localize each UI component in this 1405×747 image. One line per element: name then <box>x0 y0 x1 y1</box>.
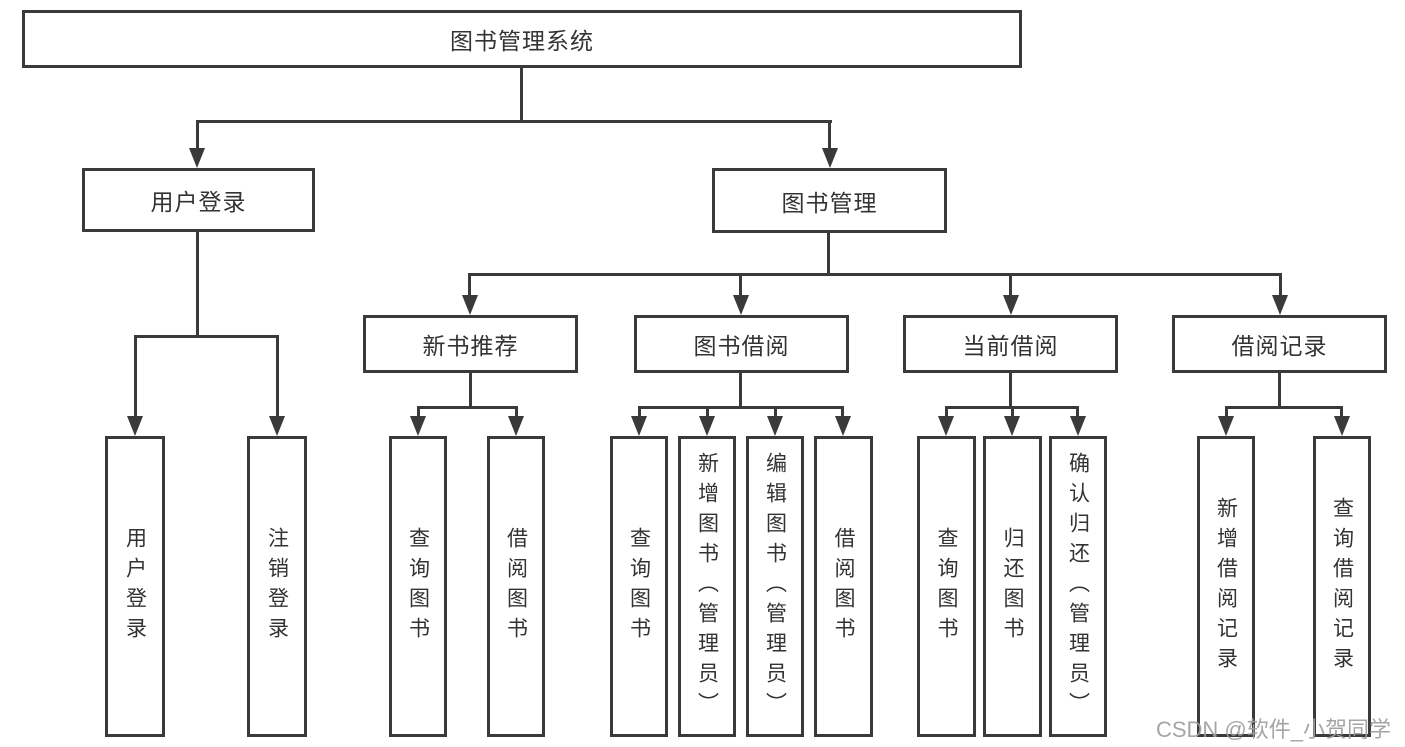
connector-book-mgmt-stem <box>827 233 830 276</box>
arrowhead-down-icon <box>1272 295 1288 315</box>
leaf-search-book-borrowing: 查询图书 <box>610 436 668 737</box>
connector-to-new-book-rec <box>468 273 471 297</box>
arrowhead-down-icon <box>189 148 205 168</box>
arrowhead-down-icon <box>508 416 524 436</box>
node-root: 图书管理系统 <box>22 10 1022 68</box>
leaf-search-book-borrowing-label: 查询图书 <box>627 526 651 647</box>
leaf-add-book-admin-label: 新增图书（管理员） <box>695 451 719 722</box>
connector-leaf-stem <box>1340 406 1343 418</box>
node-book-management-branch: 图书管理 <box>712 168 947 233</box>
connector-leaf-stem <box>638 406 641 418</box>
leaf-search-book-current: 查询图书 <box>917 436 976 737</box>
arrowhead-down-icon <box>733 295 749 315</box>
connector-root-stem <box>520 68 523 121</box>
leaf-add-borrow-record-label: 新增借阅记录 <box>1214 496 1238 677</box>
arrowhead-down-icon <box>1004 416 1020 436</box>
arrowhead-down-icon <box>631 416 647 436</box>
leaf-search-book-recommend: 查询图书 <box>389 436 447 737</box>
connector-level2-rail <box>196 120 832 123</box>
arrowhead-down-icon <box>410 416 426 436</box>
node-user-login-branch: 用户登录 <box>82 168 315 232</box>
leaf-borrow-book-recommend: 借阅图书 <box>487 436 545 737</box>
node-book-borrowing-label: 图书借阅 <box>693 333 790 359</box>
node-book-management-branch-label: 图书管理 <box>781 189 878 216</box>
leaf-borrow-book-borrowing: 借阅图书 <box>814 436 873 737</box>
arrowhead-down-icon <box>1218 416 1234 436</box>
leaf-search-borrow-record: 查询借阅记录 <box>1313 436 1371 737</box>
arrowhead-down-icon <box>1003 295 1019 315</box>
connector-book-borrow-rail <box>638 406 844 409</box>
leaf-user-login: 用户登录 <box>105 436 165 737</box>
arrowhead-down-icon <box>835 416 851 436</box>
connector-leaf-stem <box>774 406 777 418</box>
connector-to-book-borrow <box>739 273 742 297</box>
leaf-edit-book-admin: 编辑图书（管理员） <box>746 436 804 737</box>
connector-leaf-stem <box>1011 406 1014 418</box>
node-user-login-branch-label: 用户登录 <box>150 189 247 215</box>
connector-to-leaf-logout <box>276 335 279 418</box>
arrowhead-down-icon <box>462 295 478 315</box>
leaf-return-book: 归还图书 <box>983 436 1042 737</box>
leaf-search-borrow-record-label: 查询借阅记录 <box>1330 496 1354 677</box>
node-borrowing-records: 借阅记录 <box>1172 315 1387 373</box>
leaf-logout-label: 注销登录 <box>265 526 289 647</box>
arrowhead-down-icon <box>269 416 285 436</box>
arrowhead-down-icon <box>822 148 838 168</box>
connector-new-book-rec-rail <box>417 406 518 409</box>
connector-new-book-rec-stem <box>469 373 472 409</box>
leaf-confirm-return-admin: 确认归还（管理员） <box>1049 436 1107 737</box>
connector-leaf-stem <box>706 406 709 418</box>
node-borrowing-records-label: 借阅记录 <box>1231 333 1328 359</box>
connector-to-book-mgmt <box>828 120 831 150</box>
connector-to-borrow-records <box>1279 273 1282 297</box>
connector-user-login-rail <box>134 335 279 338</box>
connector-to-user-login <box>196 120 199 150</box>
connector-borrow-records-rail <box>1225 406 1343 409</box>
connector-leaf-stem <box>1225 406 1228 418</box>
connector-leaf-stem <box>1076 406 1079 418</box>
node-new-book-recommend: 新书推荐 <box>363 315 578 373</box>
leaf-logout: 注销登录 <box>247 436 307 737</box>
arrowhead-down-icon <box>1070 416 1086 436</box>
leaf-borrow-book-recommend-label: 借阅图书 <box>504 526 528 647</box>
leaf-search-book-recommend-label: 查询图书 <box>406 526 430 647</box>
node-root-label: 图书管理系统 <box>450 28 594 54</box>
leaf-edit-book-admin-label: 编辑图书（管理员） <box>763 451 787 722</box>
arrowhead-down-icon <box>767 416 783 436</box>
connector-to-current-borrow <box>1009 273 1012 297</box>
connector-leaf-stem <box>945 406 948 418</box>
connector-leaf-stem <box>417 406 420 418</box>
csdn-watermark: CSDN @软件_小贺同学 <box>1155 717 1391 742</box>
node-book-borrowing: 图书借阅 <box>634 315 849 373</box>
connector-leaf-stem <box>841 406 844 418</box>
leaf-add-borrow-record: 新增借阅记录 <box>1197 436 1255 737</box>
leaf-user-login-label: 用户登录 <box>123 526 147 647</box>
leaf-return-book-label: 归还图书 <box>1001 526 1024 647</box>
arrowhead-down-icon <box>938 416 954 436</box>
connector-book-borrow-stem <box>739 373 742 409</box>
arrowhead-down-icon <box>1334 416 1350 436</box>
leaf-search-book-current-label: 查询图书 <box>935 526 958 647</box>
connector-leaf-stem <box>515 406 518 418</box>
leaf-confirm-return-admin-label: 确认归还（管理员） <box>1066 451 1090 722</box>
connector-borrow-records-stem <box>1278 373 1281 409</box>
leaf-borrow-book-borrowing-label: 借阅图书 <box>832 526 855 647</box>
node-new-book-recommend-label: 新书推荐 <box>422 333 519 359</box>
connector-to-leaf-user-login <box>134 335 137 418</box>
node-current-borrowing-label: 当前借阅 <box>962 333 1059 359</box>
connector-current-borrow-stem <box>1009 373 1012 409</box>
arrowhead-down-icon <box>127 416 143 436</box>
connector-user-login-stem <box>196 232 199 337</box>
leaf-add-book-admin: 新增图书（管理员） <box>678 436 736 737</box>
arrowhead-down-icon <box>699 416 715 436</box>
connector-level3-rail <box>468 273 1282 276</box>
node-current-borrowing: 当前借阅 <box>903 315 1118 373</box>
